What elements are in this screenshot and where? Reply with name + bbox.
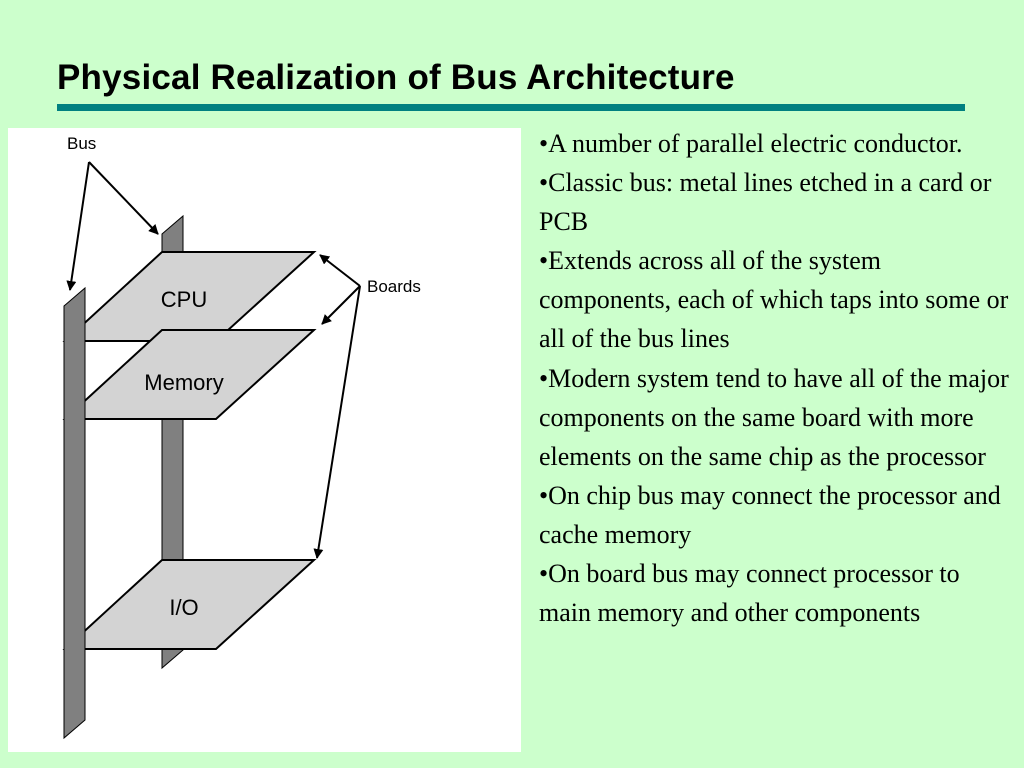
board-memory: Memory	[62, 329, 317, 420]
bullet-item: •Modern system tend to have all of the m…	[539, 363, 1009, 471]
bullet-item: •A number of parallel electric conductor…	[539, 129, 963, 158]
front-bus-bar	[63, 286, 86, 740]
bullet-item: •On board bus may connect processor to m…	[539, 559, 960, 628]
bus-diagram: CPU Memory I/O Bus Boards	[8, 128, 521, 752]
board-cpu: CPU	[62, 251, 317, 342]
boards-label: Boards	[367, 277, 421, 296]
bullet-item: •On chip bus may connect the processor a…	[539, 480, 1001, 549]
board-memory-label: Memory	[144, 370, 223, 395]
bullet-item: •Extends across all of the system compon…	[539, 246, 1009, 354]
bus-diagram-svg: CPU Memory I/O Bus Boards	[62, 134, 421, 740]
board-cpu-label: CPU	[161, 287, 207, 312]
slide-title: Physical Realization of Bus Architecture	[57, 58, 735, 97]
bullet-item: •Classic bus: metal lines etched in a ca…	[539, 168, 992, 237]
bus-arrows	[66, 161, 159, 291]
bullet-list: •A number of parallel electric conductor…	[539, 124, 1009, 632]
board-io-label: I/O	[169, 595, 198, 620]
board-io: I/O	[62, 559, 317, 650]
boards-arrows	[313, 254, 361, 559]
bus-label: Bus	[67, 134, 96, 153]
title-underline	[57, 104, 965, 111]
